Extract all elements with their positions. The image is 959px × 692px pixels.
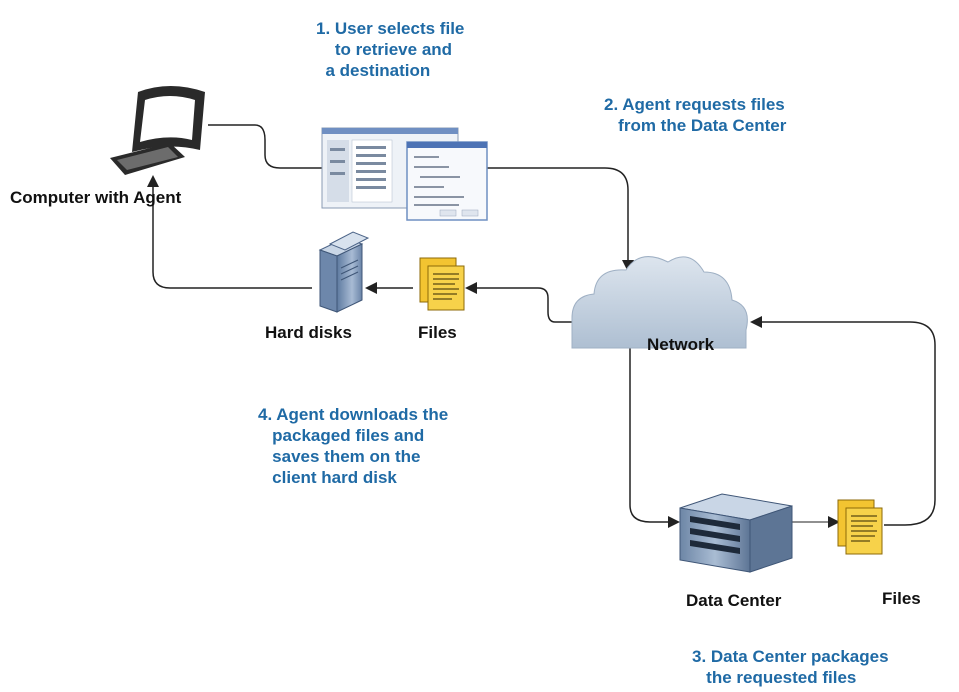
step-3-text: 3. Data Center packages the requested fi… — [692, 647, 889, 687]
hard-disks-label: Hard disks — [265, 323, 352, 342]
network-label: Network — [647, 335, 715, 354]
connector-computer-to-dialog — [208, 124, 322, 169]
step-1-text: 1. User selects file to retrieve and a d… — [316, 19, 465, 80]
files-client-label: Files — [418, 323, 457, 342]
connector-dialog-to-network — [487, 167, 634, 272]
hard-disk-icon — [318, 231, 370, 313]
files-server-label: Files — [882, 589, 921, 608]
documents-icon-client — [419, 257, 465, 311]
server-icon — [679, 493, 793, 573]
cloud-icon — [571, 256, 748, 349]
data-center-label: Data Center — [686, 591, 782, 610]
connector-harddisks-to-computer — [147, 175, 312, 289]
connector-network-to-datacenter — [629, 345, 680, 528]
connector-network-to-files — [465, 282, 572, 323]
computer-icon — [110, 86, 205, 175]
step-2-text: 2. Agent requests files from the Data Ce… — [604, 95, 787, 135]
connector-lines — [147, 124, 936, 528]
connector-files-to-network — [750, 316, 936, 526]
file-selection-dialog-screenshot — [321, 127, 488, 221]
documents-icon-server — [837, 499, 883, 555]
computer-label: Computer with Agent — [10, 188, 182, 207]
step-4-text: 4. Agent downloads the packaged files an… — [258, 405, 449, 487]
